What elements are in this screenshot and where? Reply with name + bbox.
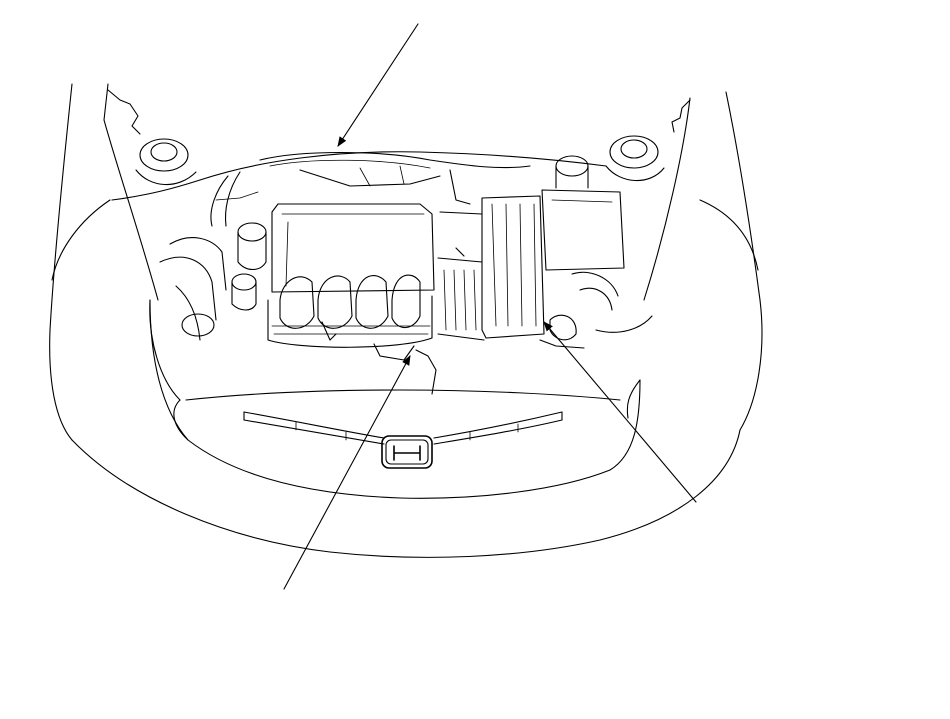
leader-line-top: [337, 23, 419, 147]
engine-cover: [159, 171, 437, 395]
front-bumper-outline: [49, 83, 763, 558]
battery-and-fuse-box: [437, 155, 653, 349]
hood-opening: [103, 83, 691, 301]
leader-arrow-icon: [283, 23, 697, 590]
upper-cables: [259, 151, 531, 257]
front-grille: [243, 411, 563, 445]
front-grille-area: [185, 389, 621, 401]
leader-line-bottom-right: [543, 321, 697, 503]
honda-emblem-icon: [381, 435, 433, 469]
leader-line-bottom-left: [283, 355, 411, 590]
